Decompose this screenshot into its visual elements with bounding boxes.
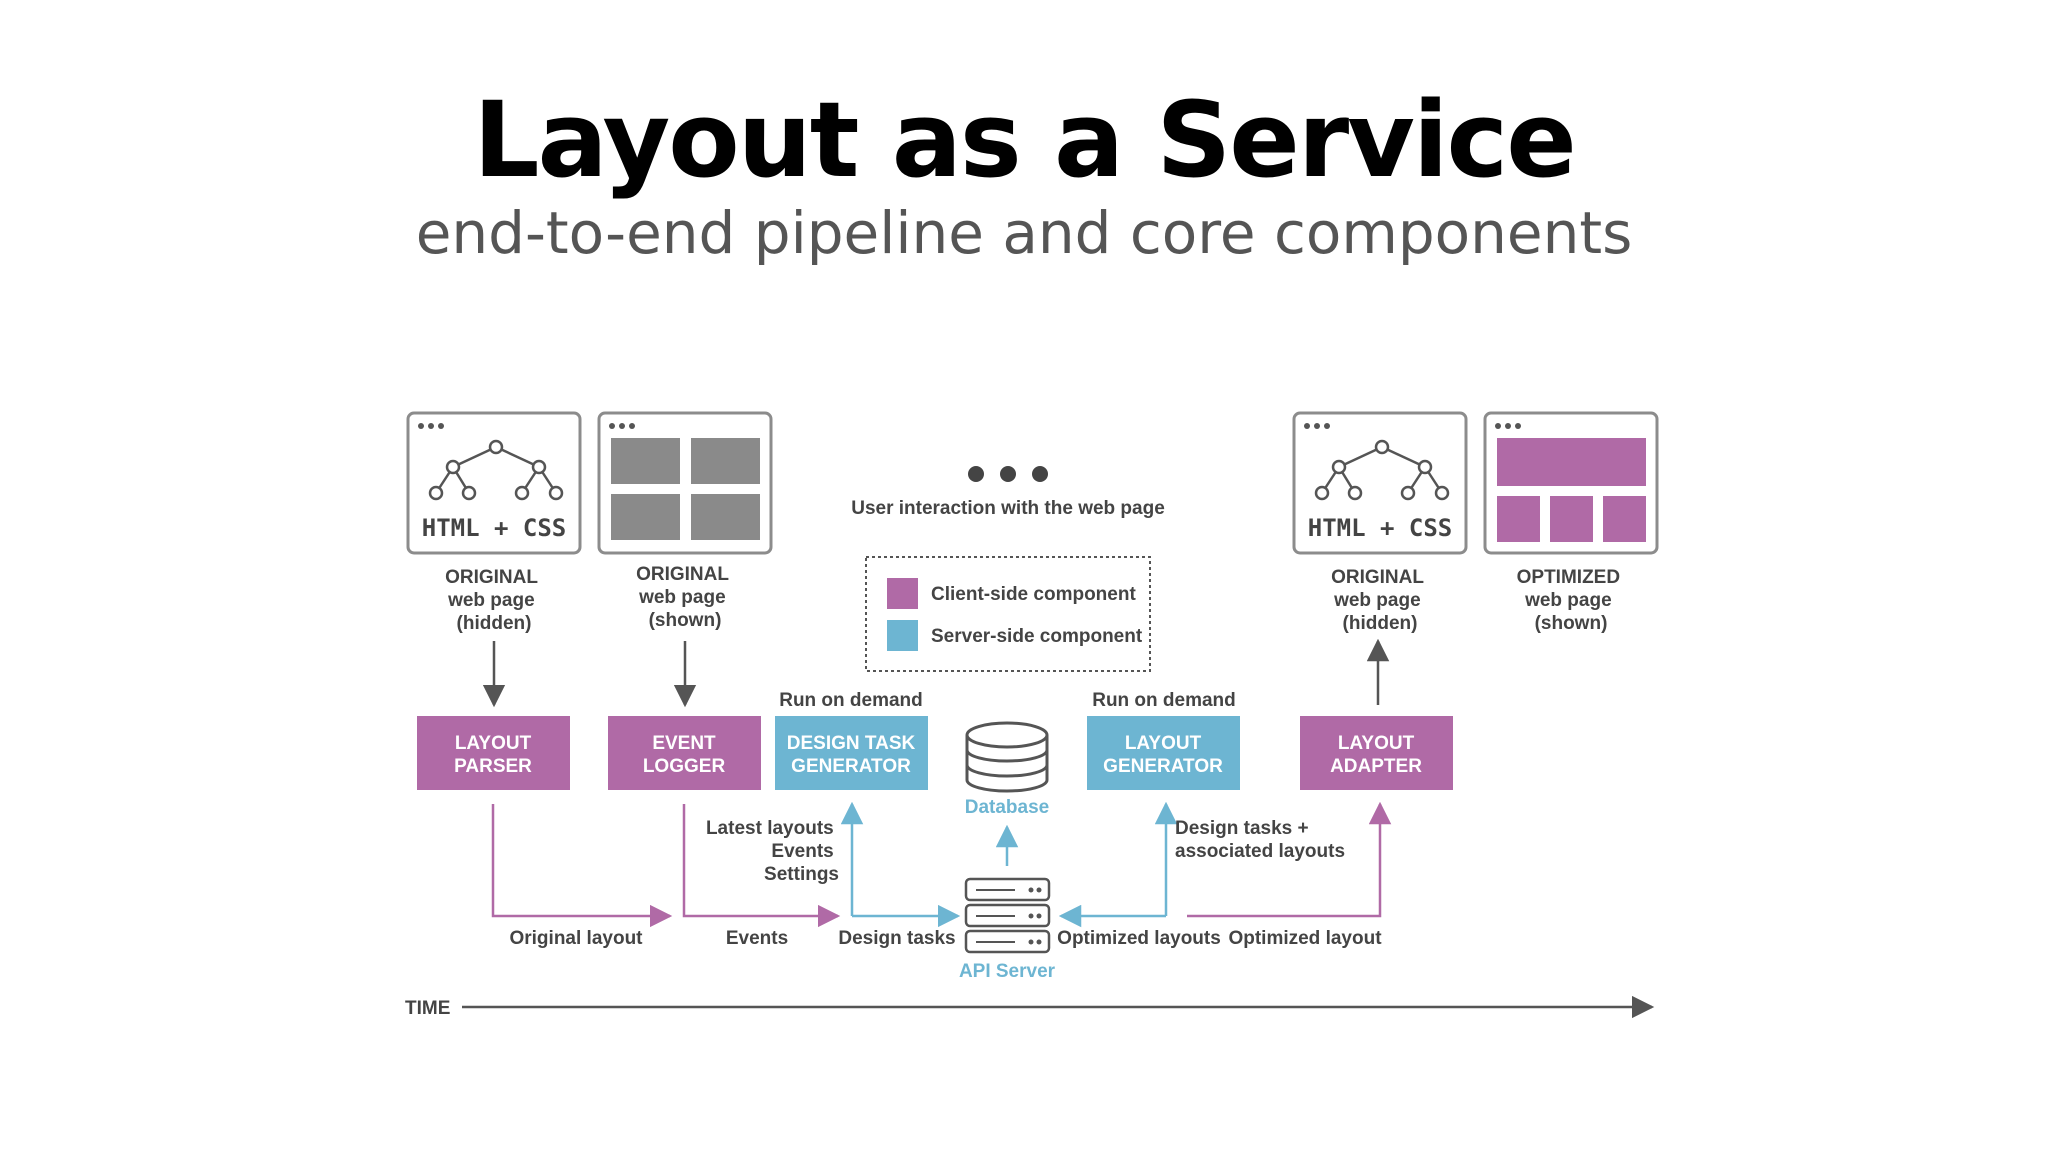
window-original-shown: ORIGINAL web page (shown): [597, 411, 773, 631]
api-server-icon: [964, 877, 1051, 954]
ellipsis-icon: [968, 466, 1048, 482]
dom-tree-icon: [428, 439, 564, 501]
browser-window-icon: [1292, 411, 1468, 555]
window-caption: OPTIMIZED web page (shown): [1517, 567, 1626, 634]
html-css-label: HTML + CSS: [422, 514, 567, 542]
legend-client-swatch: [887, 578, 918, 609]
api-server-label: API Server: [959, 961, 1056, 982]
flow-optimized-layout: [1187, 801, 1392, 918]
flow-label-events: Events: [726, 928, 788, 949]
window-dots-icon: [1495, 423, 1521, 429]
flow-label-latest: Latest layouts Events Settings: [706, 818, 839, 885]
legend: Client-side component Server-side compon…: [865, 556, 1151, 672]
window-dots-icon: [1304, 423, 1330, 429]
flow-label-design-tasks-assoc: Design tasks + associated layouts: [1175, 818, 1345, 862]
interaction-label: User interaction with the web page: [851, 498, 1165, 519]
window-original-hidden-left: HTML + CSS ORIGINAL web page (hidden): [406, 411, 582, 634]
flow-events: [682, 804, 841, 928]
flow-label-design-tasks: Design tasks: [838, 928, 955, 949]
flow-label-original-layout: Original layout: [509, 928, 643, 949]
window-caption: ORIGINAL web page (shown): [636, 564, 734, 631]
legend-server-swatch: [887, 620, 918, 651]
window-dots-icon: [609, 423, 635, 429]
database-icon: [965, 721, 1049, 793]
dom-tree-icon: [1314, 439, 1450, 501]
run-on-demand-label: Run on demand: [1092, 690, 1236, 711]
slide-title: Layout as a Service: [473, 79, 1576, 201]
window-dots-icon: [418, 423, 444, 429]
window-original-hidden-right: HTML + CSS ORIGINAL web page (hidden): [1292, 411, 1468, 634]
browser-window-icon: [406, 411, 582, 555]
window-caption: ORIGINAL web page (hidden): [445, 567, 543, 634]
flow-original-layout: [491, 804, 673, 928]
run-on-demand-label: Run on demand: [779, 690, 923, 711]
html-css-label: HTML + CSS: [1308, 514, 1453, 542]
page-blocks: [611, 438, 760, 540]
legend-server-label: Server-side component: [931, 626, 1143, 647]
window-optimized-shown: OPTIMIZED web page (shown): [1483, 411, 1659, 634]
optimized-blocks: [1497, 438, 1646, 542]
window-caption: ORIGINAL web page (hidden): [1331, 567, 1429, 634]
slide-subtitle: end-to-end pipeline and core components: [415, 199, 1633, 267]
database-label: Database: [965, 797, 1050, 818]
legend-client-label: Client-side component: [931, 584, 1136, 605]
flow-label-optimized-layout: Optimized layout: [1228, 928, 1382, 949]
flow-label-optimized-layouts: Optimized layouts: [1057, 928, 1221, 949]
time-label: TIME: [405, 998, 450, 1019]
